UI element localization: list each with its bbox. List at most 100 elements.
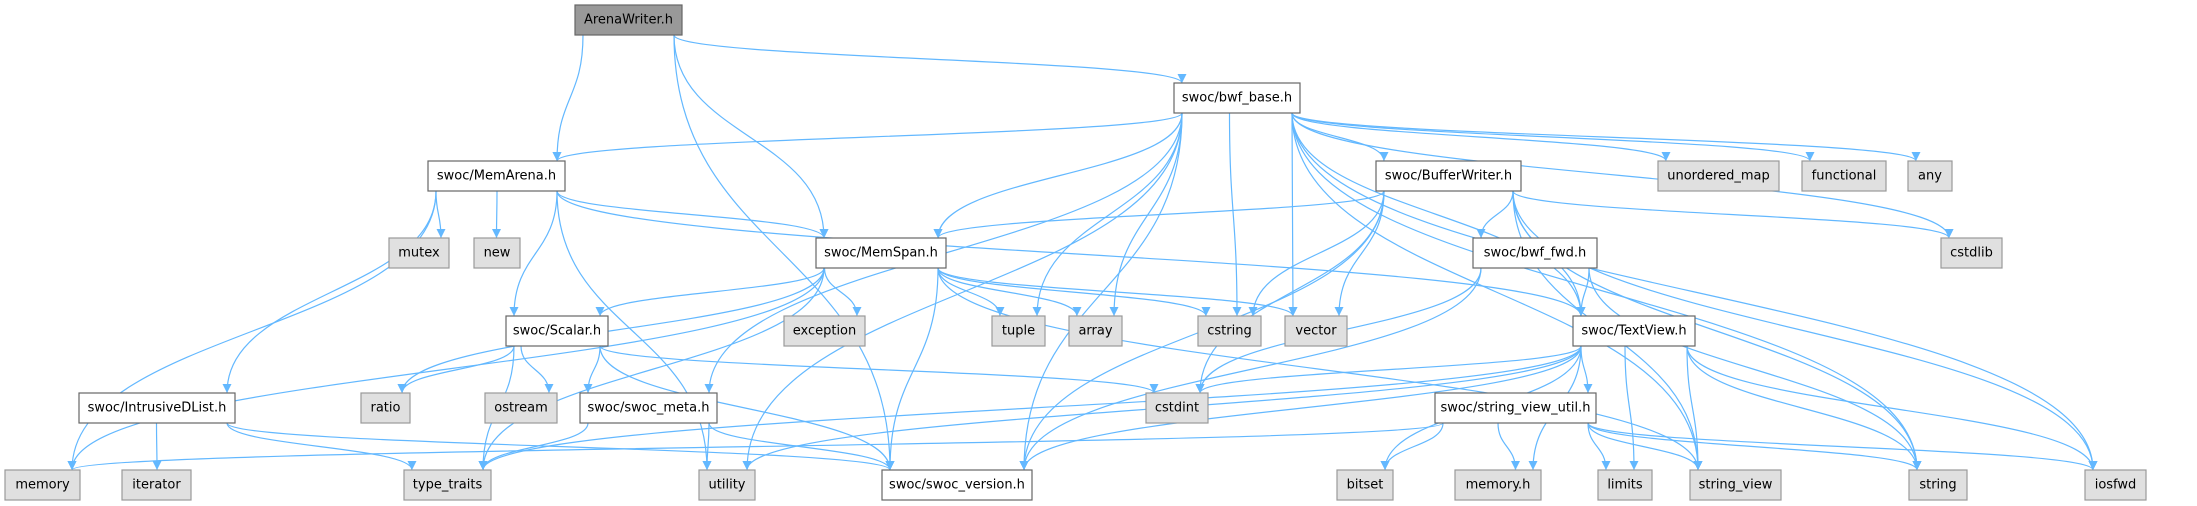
node-iterator: iterator bbox=[121, 469, 192, 501]
node-functional: functional bbox=[1801, 160, 1887, 192]
node-ratio: ratio bbox=[360, 392, 411, 424]
node-box bbox=[1689, 469, 1782, 501]
edge-bwf_base-to-iosfwd bbox=[1291, 112, 2098, 471]
edge-IntrusiveDList-to-type_traits bbox=[226, 422, 417, 471]
node-cstring: cstring bbox=[1197, 315, 1262, 347]
node-memory_h: memory.h bbox=[1454, 469, 1542, 501]
node-new: new bbox=[473, 237, 521, 269]
edge-TextView-to-swoc_version bbox=[1019, 345, 1582, 471]
edge-BufferWriter-to-MemSpan bbox=[933, 190, 1385, 239]
node-utility: utility bbox=[698, 469, 756, 501]
edge-TextView-to-string_view bbox=[1686, 345, 1703, 471]
node-box bbox=[78, 392, 236, 424]
edge-BufferWriter-to-cstring bbox=[1248, 190, 1385, 317]
edge-bwf_fwd-to-TextView bbox=[1576, 267, 1590, 317]
edge-bwf_base-to-array bbox=[1109, 112, 1183, 317]
edge-swoc_meta-to-utility bbox=[702, 422, 712, 471]
node-box bbox=[1940, 237, 2003, 269]
edge-ArenaWriter-to-MemSpan bbox=[673, 34, 829, 239]
node-box bbox=[1454, 469, 1542, 501]
edge-MemSpan-to-tuple bbox=[937, 267, 1005, 317]
node-bwf_base[interactable]: swoc/bwf_base.h bbox=[1173, 82, 1301, 114]
node-label: swoc/MemSpan.h bbox=[824, 246, 938, 261]
node-box bbox=[1597, 469, 1653, 501]
edge-MemArena-to-mutex bbox=[435, 190, 446, 239]
node-box bbox=[473, 237, 521, 269]
edge-BufferWriter-to-vector bbox=[1334, 190, 1385, 317]
node-label: array bbox=[1078, 324, 1112, 339]
node-box bbox=[1145, 392, 1209, 424]
node-box bbox=[1197, 315, 1262, 347]
edge-MemSpan-to-memory bbox=[67, 267, 825, 471]
edge-MemSpan-to-exception bbox=[823, 267, 862, 317]
edge-bwf_base-to-string_view bbox=[1291, 112, 1703, 471]
node-box bbox=[815, 237, 947, 269]
edge-TextView-to-string bbox=[1686, 345, 1922, 471]
node-bwf_fwd[interactable]: swoc/bwf_fwd.h bbox=[1472, 237, 1598, 269]
node-ArenaWriter[interactable]: ArenaWriter.h bbox=[574, 4, 683, 36]
edge-bwf_base-to-MemArena bbox=[552, 112, 1183, 162]
node-box bbox=[427, 160, 566, 192]
node-box bbox=[388, 237, 450, 269]
node-label: ratio bbox=[371, 401, 401, 416]
node-label: limits bbox=[1607, 478, 1643, 493]
edge-MemSpan-to-swoc_version bbox=[885, 267, 939, 471]
edge-Scalar-to-ratio bbox=[397, 345, 515, 394]
edge-bwf_fwd-to-swoc_version bbox=[1019, 267, 1482, 471]
node-label: memory bbox=[15, 478, 70, 493]
node-box bbox=[1284, 315, 1348, 347]
node-box bbox=[1068, 315, 1123, 347]
node-label: functional bbox=[1812, 169, 1877, 184]
edge-bwf_base-to-vector bbox=[1288, 112, 1298, 317]
node-string_view: string_view bbox=[1689, 469, 1782, 501]
node-label: swoc/swoc_meta.h bbox=[588, 401, 710, 416]
edge-MemArena-to-TextView bbox=[556, 190, 1586, 317]
node-label: string bbox=[1919, 478, 1956, 493]
node-swoc_version[interactable]: swoc/swoc_version.h bbox=[881, 469, 1033, 501]
edge-string_view_util-to-memory_h bbox=[1497, 422, 1520, 471]
edge-MemSpan-to-array bbox=[937, 267, 1082, 317]
node-TextView[interactable]: swoc/TextView.h bbox=[1572, 315, 1696, 347]
edges-layer bbox=[67, 34, 2098, 471]
edge-string_view_util-to-bitset bbox=[1380, 422, 1444, 471]
edge-TextView-to-cstdint bbox=[1195, 345, 1582, 394]
node-iosfwd: iosfwd bbox=[2084, 469, 2147, 501]
node-label: utility bbox=[709, 478, 746, 493]
edge-bwf_base-to-MemSpan bbox=[933, 112, 1183, 239]
node-cstdlib: cstdlib bbox=[1940, 237, 2003, 269]
edge-ArenaWriter-to-swoc_version bbox=[673, 34, 895, 471]
node-label: type_traits bbox=[413, 478, 483, 493]
node-box bbox=[881, 469, 1033, 501]
node-label: ArenaWriter.h bbox=[584, 13, 673, 28]
edge-bwf_base-to-utility bbox=[742, 112, 1183, 471]
node-Scalar[interactable]: swoc/Scalar.h bbox=[505, 315, 609, 347]
edge-TextView-to-string_view_util bbox=[1580, 345, 1593, 394]
node-box bbox=[403, 469, 492, 501]
node-BufferWriter[interactable]: swoc/BufferWriter.h bbox=[1375, 160, 1522, 192]
node-label: new bbox=[484, 246, 511, 261]
edge-IntrusiveDList-to-iterator bbox=[152, 422, 162, 471]
edge-TextView-to-iosfwd bbox=[1686, 345, 2098, 471]
edge-bwf_base-to-cstring bbox=[1228, 112, 1242, 317]
node-MemArena[interactable]: swoc/MemArena.h bbox=[427, 160, 566, 192]
node-tuple: tuple bbox=[991, 315, 1046, 347]
node-box bbox=[2084, 469, 2147, 501]
node-array: array bbox=[1068, 315, 1123, 347]
node-box bbox=[1801, 160, 1887, 192]
edge-MemSpan-to-vector bbox=[937, 267, 1298, 317]
node-box bbox=[4, 469, 81, 501]
node-box bbox=[698, 469, 756, 501]
node-label: swoc/bwf_fwd.h bbox=[1484, 246, 1586, 261]
node-MemSpan[interactable]: swoc/MemSpan.h bbox=[815, 237, 947, 269]
node-box bbox=[1472, 237, 1598, 269]
node-box bbox=[484, 392, 558, 424]
node-string: string bbox=[1908, 469, 1968, 501]
node-string_view_util[interactable]: swoc/string_view_util.h bbox=[1434, 392, 1597, 424]
node-swoc_meta[interactable]: swoc/swoc_meta.h bbox=[579, 392, 718, 424]
node-box bbox=[783, 315, 866, 347]
node-IntrusiveDList[interactable]: swoc/IntrusiveDList.h bbox=[78, 392, 236, 424]
node-type_traits: type_traits bbox=[403, 469, 492, 501]
node-label: string_view bbox=[1699, 478, 1773, 493]
node-label: cstdint bbox=[1155, 401, 1199, 416]
